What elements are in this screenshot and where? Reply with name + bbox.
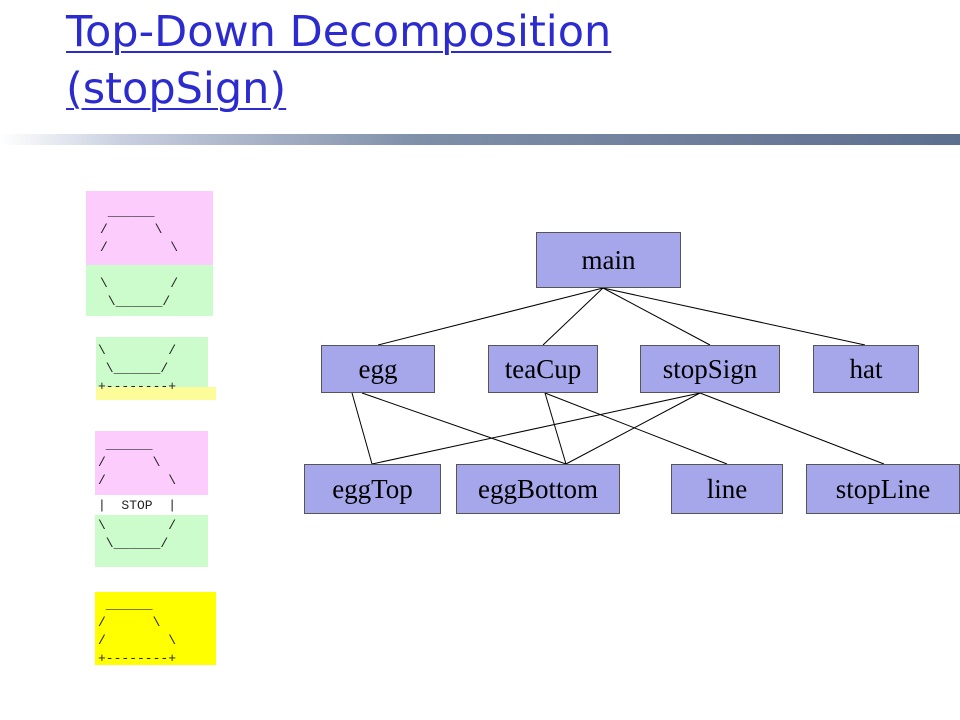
teacup-body-highlight <box>96 337 208 387</box>
node-teacup: teaCup <box>488 345 598 393</box>
ascii-egg-top: ______ / \ / \ <box>100 204 179 255</box>
edge-main-teacup <box>542 287 604 346</box>
edge-stopsign-eggtop <box>371 392 701 465</box>
node-egg: egg <box>321 345 435 393</box>
node-stopsign: stopSign <box>640 345 780 393</box>
title-divider <box>0 134 960 145</box>
node-eggbottom: eggBottom <box>456 464 620 514</box>
stop-bottom-highlight <box>95 515 208 567</box>
ascii-stop-bottom: \ / \______/ <box>98 518 177 551</box>
stop-top-highlight <box>95 431 208 495</box>
edge-egg-eggbottom <box>361 392 567 465</box>
node-line: line <box>671 464 783 514</box>
edge-main-hat <box>602 287 866 346</box>
node-hat: hat <box>813 345 919 393</box>
page-title: Top-Down Decomposition (stopSign) <box>66 4 611 118</box>
edge-stopsign-eggbottom <box>565 392 701 465</box>
egg-top-highlight <box>86 191 213 265</box>
teacup-base-highlight <box>96 387 216 400</box>
ascii-egg-bottom: \ / \______/ <box>100 276 179 309</box>
edge-main-stopsign <box>602 287 711 346</box>
title-line-1: Top-Down Decomposition <box>66 7 612 57</box>
edge-stopsign-stopline <box>699 392 885 465</box>
node-main: main <box>536 232 681 288</box>
ascii-stop-label: | STOP | <box>98 498 177 513</box>
egg-bottom-highlight <box>86 265 213 316</box>
ascii-stop-top: ______ / \ / \ <box>98 437 177 488</box>
ascii-teacup: \ / \______/ +--------+ <box>98 343 177 394</box>
edge-egg-eggtop <box>351 392 373 465</box>
ascii-hat: ______ / \ / \ +--------+ <box>98 597 177 666</box>
node-eggtop: eggTop <box>304 464 441 514</box>
edge-main-egg <box>377 287 604 346</box>
edge-teacup-line <box>544 392 728 465</box>
node-stopline: stopLine <box>806 464 960 514</box>
hat-highlight <box>95 592 216 665</box>
title-line-2: (stopSign) <box>66 64 287 114</box>
edge-teacup-eggbottom <box>544 392 567 465</box>
